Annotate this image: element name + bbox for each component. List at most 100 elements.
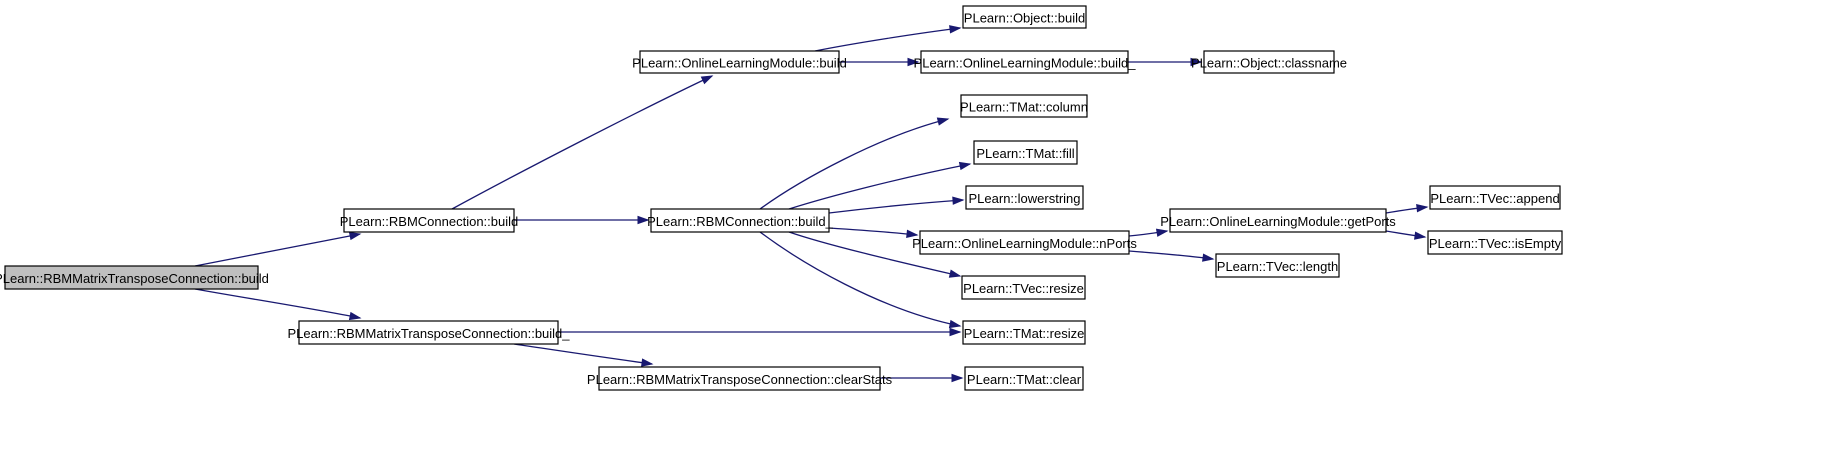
edge-arrowhead [1414, 231, 1427, 240]
edge-line [814, 27, 961, 52]
edge-arrowhead [948, 319, 962, 329]
node-box [1427, 230, 1563, 255]
node-label: PLearn::RBMMatrixTransposeConnection::bu… [0, 271, 269, 286]
edge-line [451, 75, 713, 210]
node-label: PLearn::RBMConnection::build [340, 214, 519, 229]
node-box [1169, 208, 1387, 233]
function-node[interactable]: PLearn::Object::classname [1191, 50, 1347, 74]
node-label: PLearn::OnlineLearningModule::build [632, 56, 847, 71]
node-box [650, 208, 830, 233]
node-label: PLearn::OnlineLearningModule::nPorts [912, 236, 1137, 251]
edge-line [828, 227, 918, 236]
function-node[interactable]: PLearn::TMat::resize [962, 320, 1086, 345]
node-label: PLearn::RBMMatrixTransposeConnection::bu… [287, 326, 570, 341]
node-box [960, 94, 1088, 118]
node-label: PLearn::TMat::column [960, 100, 1088, 115]
node-label: PLearn::TVec::resize [963, 281, 1084, 296]
edge-n3-to-n6 [814, 25, 962, 52]
edge-line [1128, 250, 1214, 260]
function-node[interactable]: PLearn::TVec::append [1429, 185, 1561, 210]
node-box [961, 275, 1086, 300]
edge-line [759, 118, 949, 210]
edge-arrowhead [949, 327, 962, 337]
node-box [1203, 50, 1335, 74]
node-label: PLearn::TMat::clear [967, 372, 1082, 387]
function-node[interactable]: PLearn::lowerstring [965, 185, 1084, 210]
function-node[interactable]: PLearn::TMat::clear [964, 366, 1084, 391]
edge-arrowhead [948, 269, 962, 278]
function-node[interactable]: PLearn::Object::build [962, 5, 1087, 29]
function-node[interactable]: PLearn::TVec::resize [961, 275, 1086, 300]
edge-line [759, 231, 961, 327]
edge-n0-to-n1 [194, 231, 362, 267]
edge-arrowhead [1416, 204, 1429, 213]
edge-arrowhead [907, 57, 920, 67]
edge-line [828, 199, 964, 214]
edge-arrowhead [641, 358, 654, 367]
node-label: PLearn::TVec::append [1430, 191, 1559, 206]
edge-arrowhead [906, 229, 919, 239]
edge-line [788, 231, 961, 277]
function-node[interactable]: PLearn::RBMMatrixTransposeConnection::cl… [587, 366, 893, 391]
edge-n5-to-n15 [879, 373, 964, 383]
function-node[interactable]: PLearn::OnlineLearningModule::build [632, 50, 847, 74]
edge-n16-to-n19 [1385, 230, 1427, 240]
edge-arrowhead [958, 161, 972, 171]
edge-n3-to-n7 [839, 57, 920, 67]
edge-n4-to-n10 [788, 161, 972, 210]
node-label: PLearn::Object::classname [1191, 56, 1347, 71]
function-node[interactable]: PLearn::TVec::isEmpty [1427, 230, 1563, 255]
edge-arrowhead [700, 75, 714, 85]
node-label: PLearn::OnlineLearningModule::getPorts [1160, 214, 1396, 229]
edge-arrowhead [936, 117, 950, 126]
edge-arrowhead [951, 373, 964, 383]
edge-arrowhead [952, 196, 965, 205]
function-node[interactable]: PLearn::RBMConnection::build [340, 208, 519, 233]
edge-n1-to-n4 [514, 215, 650, 225]
edge-n7-to-n8 [1128, 57, 1203, 67]
node-box [964, 366, 1084, 391]
node-label: PLearn::Object::build [964, 11, 1085, 26]
node-box [962, 5, 1087, 29]
edge-n4-to-n14 [759, 231, 962, 329]
edges-layer [194, 25, 1429, 383]
node-label: PLearn::TVec::isEmpty [1429, 236, 1562, 251]
edge-line [513, 343, 653, 365]
node-label: PLearn::RBMConnection::build_ [647, 214, 833, 229]
node-label: PLearn::OnlineLearningModule::build_ [914, 56, 1137, 71]
node-label: PLearn::RBMMatrixTransposeConnection::cl… [587, 372, 893, 387]
function-node[interactable]: PLearn::TMat::column [960, 94, 1088, 118]
root-function-node[interactable]: PLearn::RBMMatrixTransposeConnection::bu… [0, 265, 269, 290]
function-node[interactable]: PLearn::OnlineLearningModule::nPorts [912, 230, 1137, 255]
edge-n4-to-n12 [828, 227, 919, 239]
function-node[interactable]: PLearn::OnlineLearningModule::getPorts [1160, 208, 1396, 233]
function-node[interactable]: PLearn::TMat::fill [973, 140, 1078, 165]
edge-arrowhead [1190, 57, 1203, 67]
edge-n0-to-n2 [194, 288, 362, 321]
node-label: PLearn::TVec::length [1217, 259, 1338, 274]
node-box [965, 185, 1084, 210]
edge-n4-to-n13 [788, 231, 962, 278]
edge-line [194, 233, 361, 267]
function-node[interactable]: PLearn::RBMMatrixTransposeConnection::bu… [287, 320, 570, 345]
edge-n1-to-n3 [451, 75, 714, 210]
edge-arrowhead [949, 25, 962, 34]
node-box [973, 140, 1078, 165]
edge-arrowhead [1155, 228, 1169, 237]
node-box [1429, 185, 1561, 210]
function-node[interactable]: PLearn::TVec::length [1215, 253, 1340, 278]
node-label: PLearn::lowerstring [969, 191, 1081, 206]
node-box [343, 208, 515, 233]
function-node[interactable]: PLearn::RBMConnection::build_ [647, 208, 834, 233]
edge-arrowhead [348, 231, 362, 241]
edge-line [788, 163, 971, 210]
edge-arrowhead [637, 215, 650, 225]
node-box [4, 265, 259, 290]
edge-arrowhead [1202, 253, 1215, 262]
node-box [598, 366, 881, 391]
function-node[interactable]: PLearn::OnlineLearningModule::build_ [914, 50, 1137, 74]
node-box [639, 50, 840, 74]
edge-n12-to-n17 [1128, 250, 1215, 262]
node-box [920, 50, 1129, 74]
